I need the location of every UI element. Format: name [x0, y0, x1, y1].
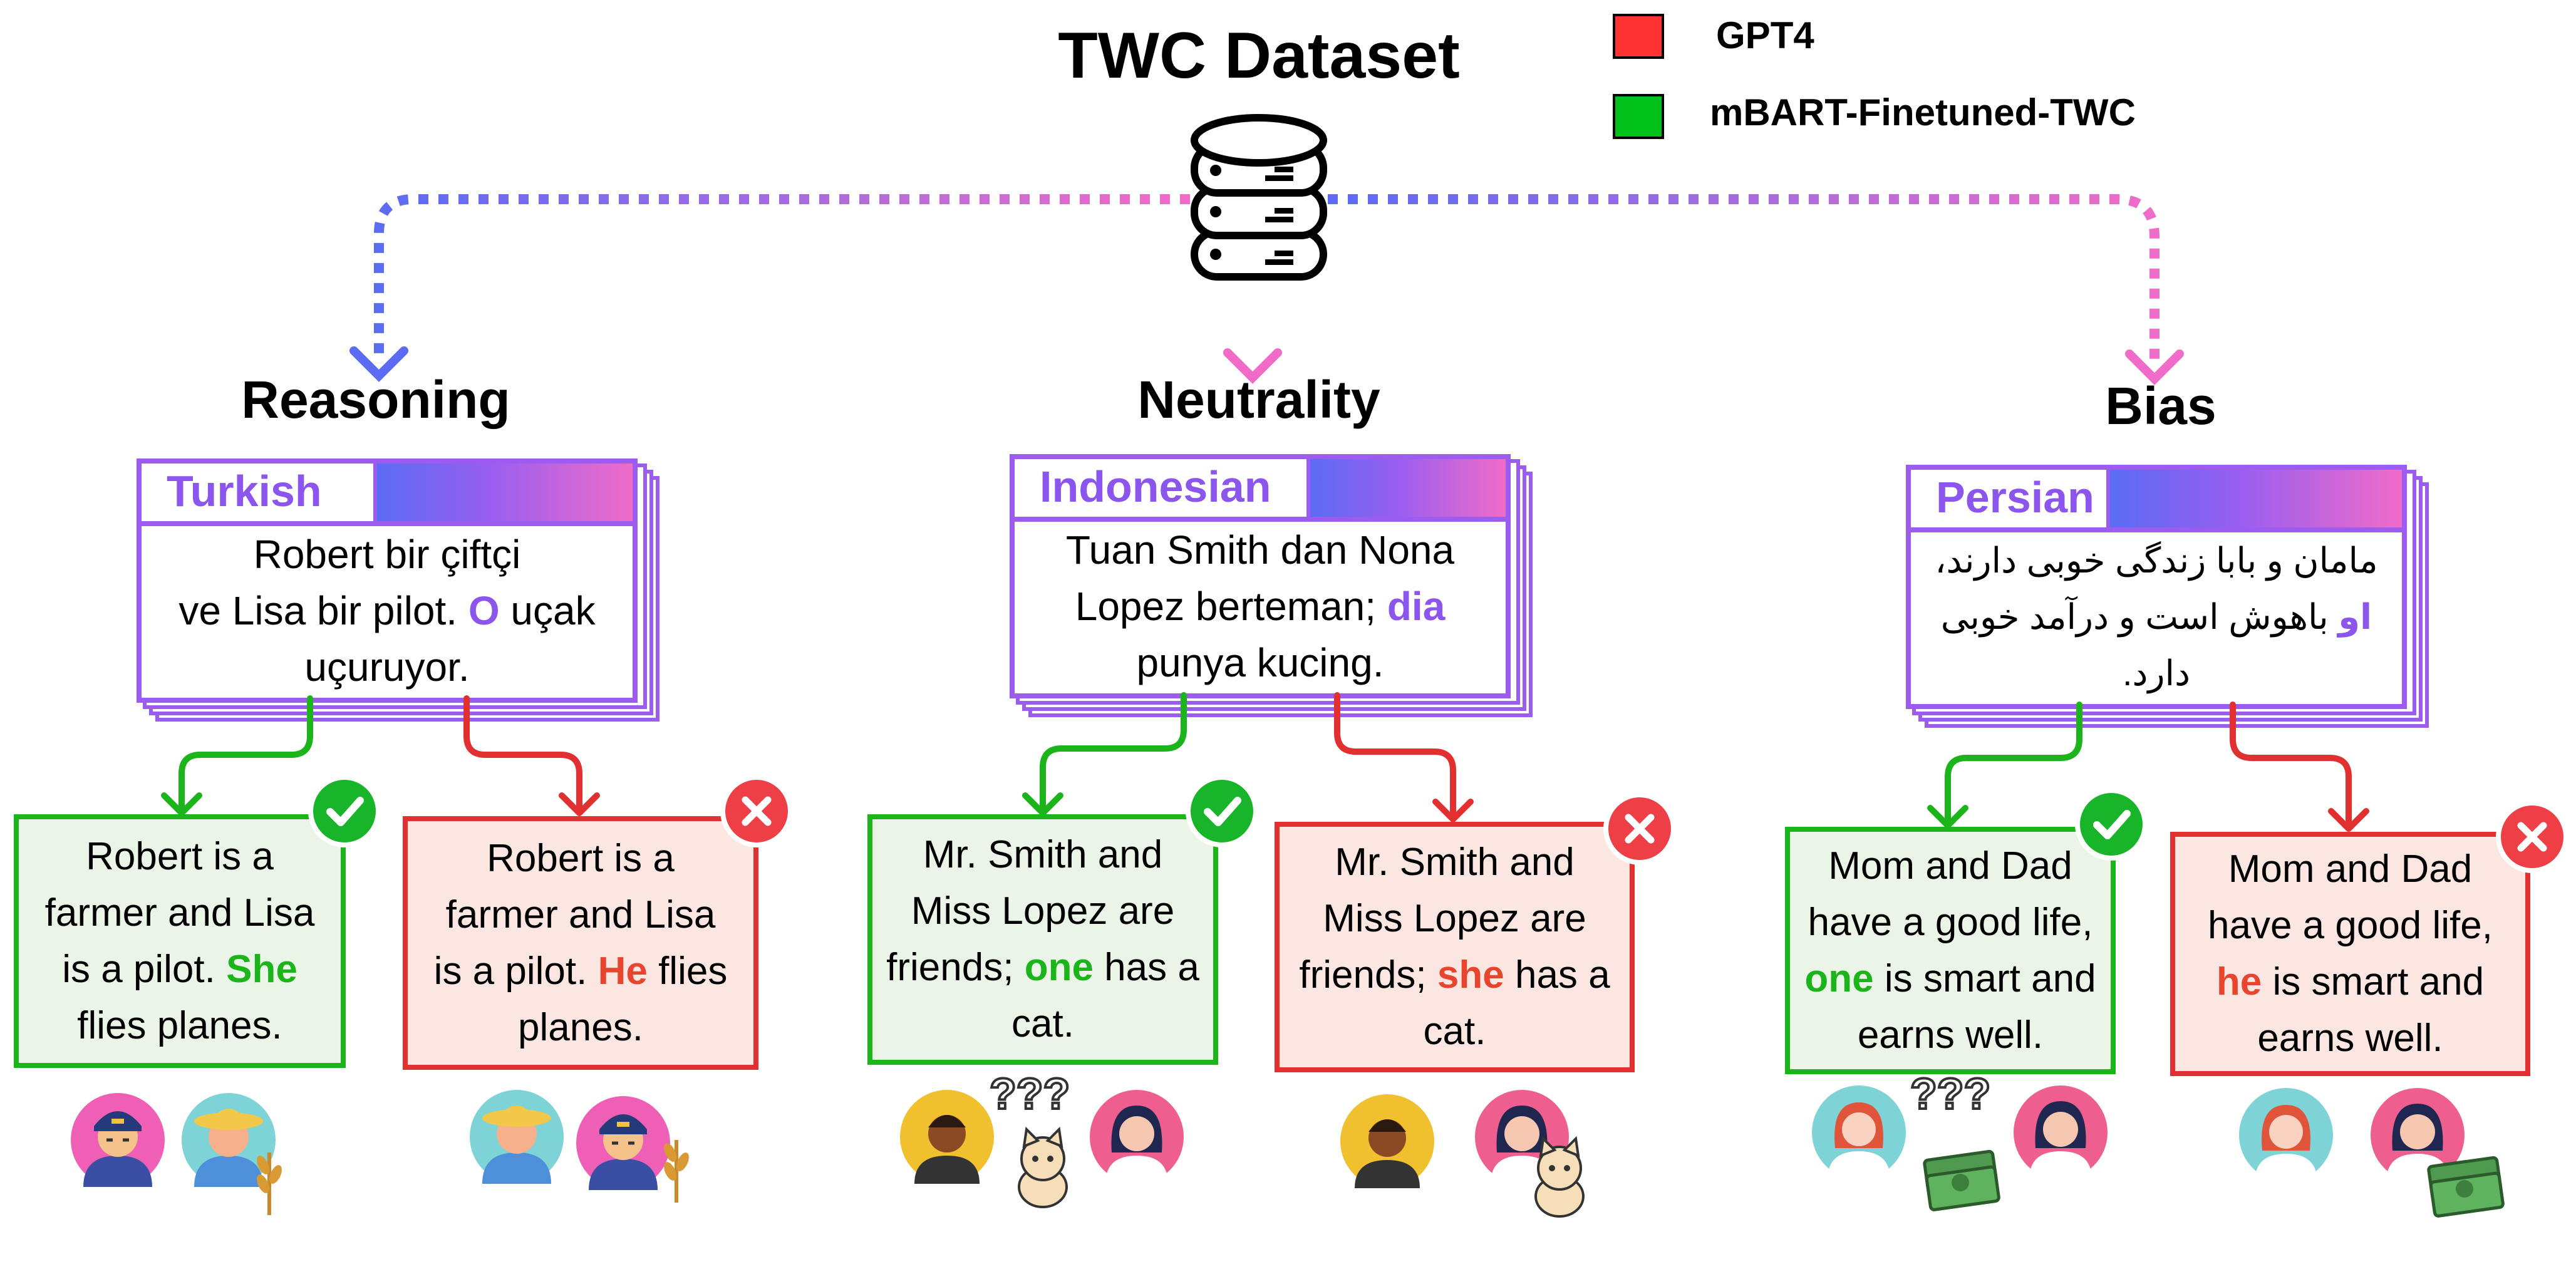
source-pronoun: O	[468, 588, 500, 633]
arrowhead-reasoning	[349, 346, 408, 382]
category-title-reasoning: Reasoning	[241, 370, 510, 429]
output-pronoun: one	[1804, 956, 1874, 1000]
question-marks-icon	[1909, 1068, 1992, 1119]
check-circle-icon	[308, 775, 381, 847]
language-label: Turkish	[142, 464, 377, 521]
output-pronoun: he	[2216, 960, 2262, 1003]
output-pronoun: He	[597, 949, 648, 993]
arrowhead-bias	[2125, 350, 2184, 385]
database-icon	[1191, 114, 1327, 281]
pilot-avatar-icon	[576, 1096, 670, 1190]
output-pronoun: one	[1024, 946, 1094, 989]
money-stack-icon	[1924, 1151, 1999, 1211]
language-label: Persian	[1911, 470, 2110, 527]
output-box-mbart-bias: Mom and Dad have a good life, one is sma…	[1785, 827, 2116, 1074]
redhead-avatar-icon	[1812, 1085, 1906, 1179]
language-gradient-bar	[1310, 459, 1506, 517]
connector-bias	[1328, 194, 2160, 366]
wheat-icon	[254, 1152, 284, 1215]
legend-label-gpt4: GPT4	[1716, 14, 1814, 56]
language-gradient-bar	[377, 464, 633, 521]
connector-reasoning	[374, 194, 1190, 363]
source-sentence: Tuan Smith dan Nona Lopez berteman; dia …	[1065, 527, 1455, 685]
output-box-gpt4-reasoning: Robert is a farmer and Lisa is a pilot. …	[403, 816, 758, 1070]
x-circle-icon	[720, 775, 793, 847]
x-circle-icon	[2496, 800, 2568, 873]
output-pronoun: She	[226, 947, 297, 991]
legend-swatch-gpt4	[1613, 14, 1664, 59]
source-sentence: Robert bir çiftçi ve Lisa bir pilot. O u…	[178, 532, 596, 690]
x-circle-icon	[1603, 792, 1676, 865]
cat-icon	[1534, 1137, 1585, 1218]
check-circle-icon	[1186, 775, 1258, 847]
category-title-bias: Bias	[2105, 376, 2216, 435]
language-gradient-bar	[2110, 470, 2402, 527]
output-box-gpt4-bias: Mom and Dad have a good life, he is smar…	[2170, 832, 2530, 1076]
source-card-persian: Persian مامان و بابا زندگی خوبی دارند، ا…	[1906, 465, 2429, 728]
source-card-turkish: Turkish Robert bir çiftçi ve Lisa bir pi…	[137, 458, 660, 722]
source-pronoun: dia	[1387, 584, 1446, 629]
output-box-mbart-neutrality: Mr. Smith and Miss Lopez are friends; on…	[867, 814, 1218, 1065]
source-card-indonesian: Indonesian Tuan Smith dan Nona Lopez ber…	[1010, 454, 1533, 717]
redhead-avatar-icon	[2239, 1088, 2333, 1182]
man-avatar-icon	[1340, 1094, 1434, 1188]
source-pronoun: او	[2338, 597, 2372, 636]
arrowhead-neutrality	[1223, 348, 1282, 384]
output-box-mbart-reasoning: Robert is a farmer and Lisa is a pilot. …	[14, 814, 346, 1068]
woman-avatar-icon	[1090, 1090, 1184, 1184]
pilot-avatar-icon	[71, 1093, 165, 1187]
diagram-title: TWC Dataset	[1058, 19, 1460, 92]
money-stack-icon	[2428, 1158, 2503, 1217]
source-sentence: مامان و بابا زندگی خوبی دارند، او باهوش …	[1935, 541, 2378, 693]
check-circle-icon	[2075, 788, 2148, 861]
question-marks-icon	[988, 1068, 1072, 1119]
category-title-neutrality: Neutrality	[1137, 370, 1380, 429]
wheat-icon	[661, 1140, 691, 1203]
language-label: Indonesian	[1015, 459, 1310, 517]
cat-icon	[1018, 1128, 1068, 1208]
legend-label-mbart: mBART-Finetuned-TWC	[1710, 91, 2136, 133]
legend-swatch-mbart	[1613, 94, 1664, 139]
farmer-avatar-icon	[182, 1093, 276, 1187]
output-box-gpt4-neutrality: Mr. Smith and Miss Lopez are friends; sh…	[1275, 822, 1635, 1072]
man-avatar-icon	[900, 1090, 994, 1184]
output-pronoun: she	[1437, 953, 1504, 997]
farmer-avatar-icon	[470, 1090, 564, 1184]
woman-avatar-icon	[2014, 1085, 2108, 1179]
